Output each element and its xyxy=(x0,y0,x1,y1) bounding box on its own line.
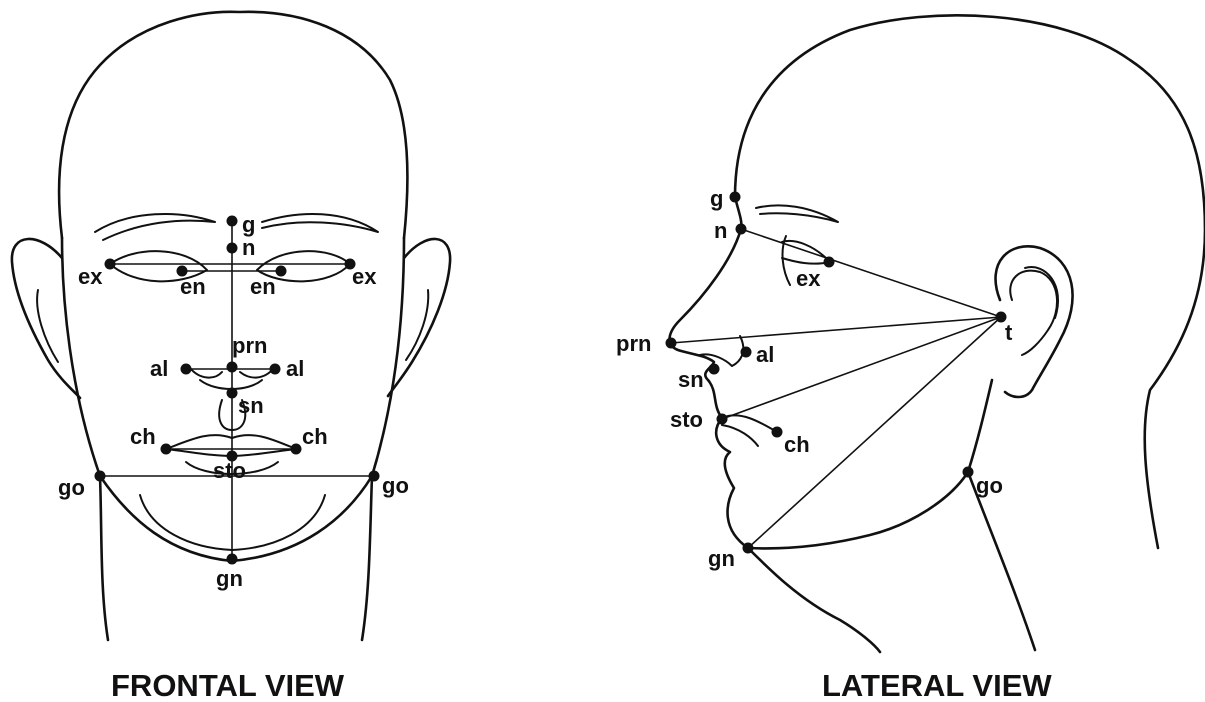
frontal-head-outline xyxy=(59,12,407,238)
lateral-label-g: g xyxy=(710,186,723,211)
frontal-left-ear-inner xyxy=(406,290,428,360)
lateral-point-ex xyxy=(824,257,835,268)
frontal-label-ex-right: ex xyxy=(78,264,103,289)
lateral-point-gn xyxy=(743,543,754,554)
lateral-prn-t-line xyxy=(671,317,1001,343)
lateral-ear-inner xyxy=(1010,271,1057,355)
lateral-point-ch xyxy=(772,427,783,438)
lateral-label-sto: sto xyxy=(670,407,703,432)
frontal-label-sto: sto xyxy=(213,458,246,483)
lateral-view-panel: g n ex t prn al sn sto ch go gn LATERAL … xyxy=(616,15,1205,702)
lateral-label-sn: sn xyxy=(678,367,704,392)
frontal-point-ch-right xyxy=(161,444,172,455)
lateral-label-go: go xyxy=(976,473,1003,498)
lateral-point-go xyxy=(963,467,974,478)
lateral-label-ex: ex xyxy=(796,266,821,291)
frontal-right-ear-inner xyxy=(37,290,58,362)
frontal-point-al-left xyxy=(270,364,281,375)
frontal-point-sn xyxy=(227,388,238,399)
frontal-label-ex-left: ex xyxy=(352,264,377,289)
frontal-point-n xyxy=(227,243,238,254)
frontal-label-prn: prn xyxy=(232,333,267,358)
lateral-label-al: al xyxy=(756,342,774,367)
frontal-label-gn: gn xyxy=(216,566,243,591)
lateral-sto-t-line xyxy=(722,317,1001,419)
lateral-mouth xyxy=(722,415,777,446)
frontal-neck-left xyxy=(362,476,372,640)
frontal-right-ear xyxy=(12,239,80,398)
frontal-label-go-right: go xyxy=(58,475,85,500)
frontal-point-go-right xyxy=(95,471,106,482)
lateral-point-n xyxy=(736,224,747,235)
frontal-point-gn xyxy=(227,554,238,565)
lateral-neck-back xyxy=(968,472,1035,650)
lateral-neck-front xyxy=(748,548,880,652)
lateral-point-sto xyxy=(717,414,728,425)
frontal-label-go-left: go xyxy=(382,473,409,498)
lateral-eyebrow xyxy=(756,205,838,222)
frontal-point-prn xyxy=(227,362,238,373)
lateral-label-n: n xyxy=(714,218,727,243)
frontal-point-go-left xyxy=(369,471,380,482)
frontal-right-eyebrow xyxy=(95,214,215,240)
frontal-label-sn: sn xyxy=(238,393,264,418)
frontal-label-g: g xyxy=(242,212,255,237)
lateral-label-prn: prn xyxy=(616,331,651,356)
frontal-left-ear xyxy=(388,239,450,396)
frontal-point-en-left xyxy=(276,266,287,277)
lateral-point-prn xyxy=(666,338,677,349)
frontal-label-ch-left: ch xyxy=(302,424,328,449)
frontal-point-g xyxy=(227,216,238,227)
lateral-point-sn xyxy=(709,364,720,375)
frontal-point-ch-left xyxy=(291,444,302,455)
frontal-label-en-left: en xyxy=(250,274,276,299)
lateral-label-ch: ch xyxy=(784,432,810,457)
lateral-point-al xyxy=(741,347,752,358)
frontal-view-title: FRONTAL VIEW xyxy=(111,668,345,702)
frontal-point-al-right xyxy=(181,364,192,375)
frontal-label-n: n xyxy=(242,235,255,260)
lateral-label-t: t xyxy=(1005,320,1013,345)
lateral-n-t-line xyxy=(741,229,1001,317)
frontal-left-eyebrow xyxy=(262,214,378,232)
frontal-point-ex-right xyxy=(105,259,116,270)
lateral-point-g xyxy=(730,192,741,203)
frontal-label-al-right: al xyxy=(150,356,168,381)
frontal-label-ch-right: ch xyxy=(130,424,156,449)
frontal-view-panel: g n ex en en ex prn al al sn ch ch sto g… xyxy=(12,12,450,702)
lateral-label-gn: gn xyxy=(708,546,735,571)
frontal-label-al-left: al xyxy=(286,356,304,381)
lateral-ear-helix xyxy=(1025,267,1058,318)
frontal-neck-right xyxy=(100,476,108,640)
frontal-label-en-right: en xyxy=(180,274,206,299)
lateral-view-title: LATERAL VIEW xyxy=(822,668,1052,702)
lateral-jaw-line xyxy=(748,380,992,548)
